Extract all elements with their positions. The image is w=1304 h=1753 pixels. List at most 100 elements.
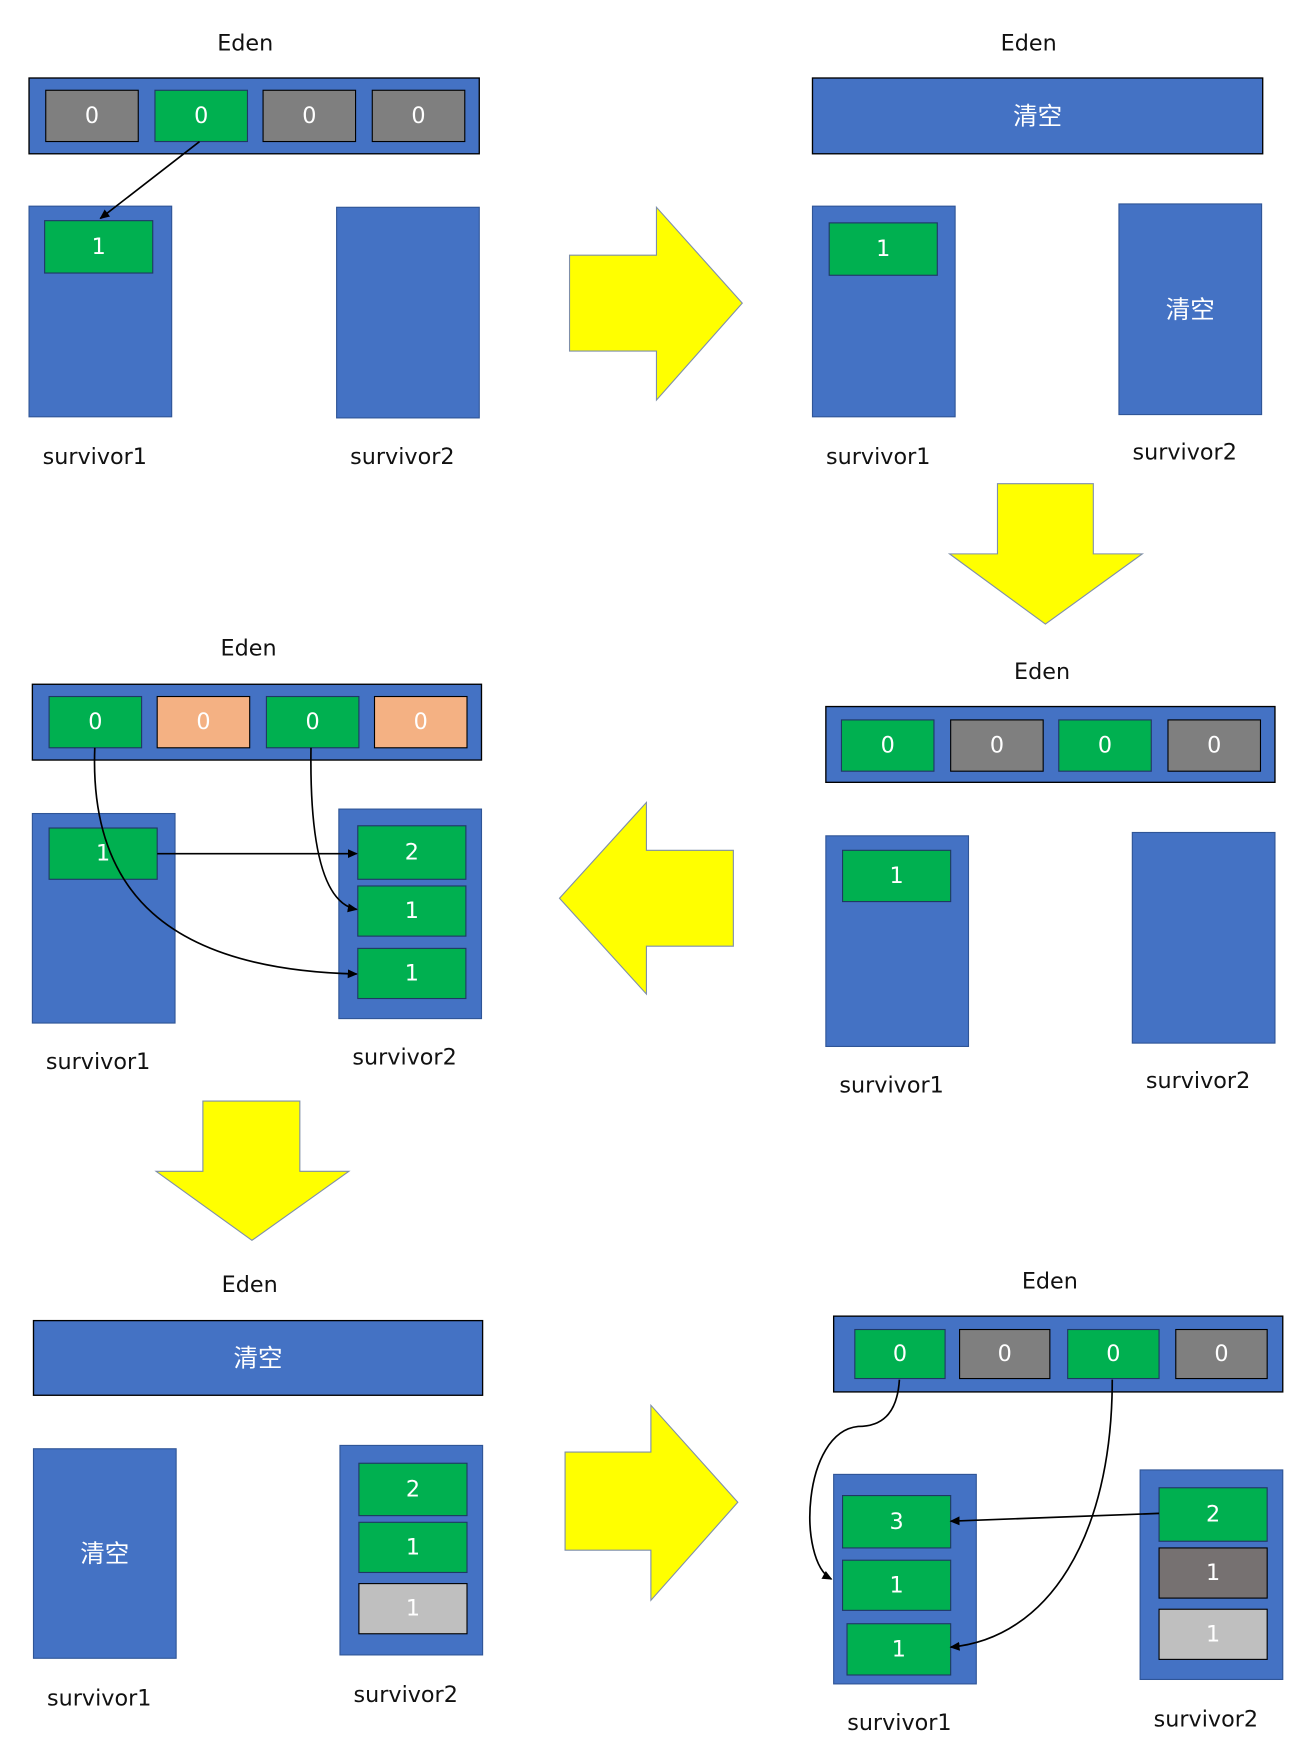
panel-3-eden-cell <box>950 719 1044 772</box>
panel-5-survivor2-cell <box>358 1521 468 1574</box>
panel-2-survivor2-cleared: 清空 <box>1166 295 1215 324</box>
panel-5-survivor2-cell <box>358 1462 468 1517</box>
panel-4-survivor2-cell <box>357 885 467 937</box>
panel-1-eden-cell <box>154 89 249 143</box>
panel-3-survivor1-cell-value: 1 <box>890 863 904 889</box>
panel-6-survivor1-cell <box>842 1559 952 1611</box>
panel-4-eden-cell-value: 0 <box>414 709 428 735</box>
panel-4-eden-cell-value: 0 <box>196 709 210 735</box>
panel-6-survivor2-cell-value: 2 <box>1206 1502 1220 1528</box>
panel-1-survivor2-region <box>336 206 480 419</box>
panel-4-survivor2-cell-value: 1 <box>405 898 419 924</box>
panel-6-survivor2-label: survivor2 <box>1154 1707 1258 1733</box>
panel-3-eden-label: Eden <box>1014 659 1070 685</box>
panel-2-eden-region <box>811 77 1264 155</box>
panel-3-survivor1-label: survivor1 <box>839 1072 943 1098</box>
panel-6-survivor1-cell-value: 3 <box>890 1509 904 1535</box>
panel-3-eden-cell-value: 0 <box>990 733 1004 759</box>
panel-2-survivor1-label: survivor1 <box>826 444 930 470</box>
panel-5-survivor1-cleared: 清空 <box>80 1539 129 1568</box>
flow-arrow-down-icon <box>154 1100 351 1242</box>
panel-6-eden-cell <box>1067 1328 1160 1380</box>
panel-3-eden-cell-value: 0 <box>1207 733 1221 759</box>
panel-3-eden-cell <box>840 719 935 772</box>
panel-4-survivor2-cell-value: 1 <box>405 960 419 986</box>
panel-6-eden-label: Eden <box>1022 1269 1078 1295</box>
panel-6-eden-cell <box>1175 1328 1268 1380</box>
panel-5-survivor2-label: survivor2 <box>354 1682 458 1708</box>
panel-6-survivor1-cell-value: 1 <box>890 1572 904 1598</box>
panel-5-eden-cleared: 清空 <box>234 1343 283 1372</box>
panel-1-eden-cell-value: 0 <box>411 103 425 129</box>
panel-4-survivor2-cell-value: 2 <box>405 840 419 866</box>
panel-1-eden-cell <box>45 89 139 143</box>
panel-6-eden-cell-value: 0 <box>893 1341 907 1367</box>
panel-1-eden-label: Eden <box>217 30 273 56</box>
panel-2-eden-cleared: 清空 <box>1013 101 1062 130</box>
panel-6-survivor2-cell-value: 1 <box>1206 1560 1220 1586</box>
panel-3-survivor2-region <box>1131 831 1276 1044</box>
panel-3-eden-cell <box>1058 719 1152 772</box>
panel-3-survivor2-label: survivor2 <box>1146 1068 1250 1094</box>
panel-2-eden-label: Eden <box>1001 30 1057 56</box>
panel-5-eden-region <box>32 1319 484 1396</box>
panel-4-eden-label: Eden <box>221 636 277 662</box>
panel-3-eden-cell-value: 0 <box>1098 733 1112 759</box>
flow-arrow-right-icon <box>568 205 744 402</box>
panel-6-survivor1-label: survivor1 <box>847 1710 951 1736</box>
panel-4-survivor2-cell <box>357 825 467 880</box>
panel-6-survivor1-cell-value: 1 <box>892 1636 906 1662</box>
panel-1-eden-cell <box>371 89 466 143</box>
panel-6-survivor2-cell-value: 1 <box>1206 1621 1220 1647</box>
panel-6-eden-cell-value: 0 <box>998 1341 1012 1367</box>
panel-3-eden-cell <box>1167 719 1262 772</box>
panel-2-survivor2-label: survivor2 <box>1133 439 1237 465</box>
panel-5-survivor2-cell <box>358 1583 468 1635</box>
panel-1-survivor2-label: survivor2 <box>350 444 454 470</box>
panel-4-survivor1-cell <box>48 827 158 880</box>
panel-4-survivor1-cell-value: 1 <box>96 841 110 867</box>
panel-6-eden-cell <box>854 1328 946 1380</box>
panel-5-survivor1-region <box>32 1448 177 1659</box>
copy-connector-7 <box>949 1512 1160 1526</box>
panel-3-eden-cell-value: 0 <box>881 733 895 759</box>
panel-4-survivor2-label: survivor2 <box>352 1045 456 1071</box>
panel-6-eden-cell <box>959 1328 1051 1380</box>
panel-5-eden-label: Eden <box>222 1272 278 1298</box>
panel-1-eden-cell-value: 0 <box>85 103 99 129</box>
panel-6-survivor2-cell <box>1158 1487 1268 1542</box>
copy-connector-2 <box>93 747 358 979</box>
panel-4-eden-cell-value: 0 <box>306 709 320 735</box>
panel-4-eden-cell <box>265 695 360 749</box>
panel-6-eden-cell-value: 0 <box>1106 1341 1120 1367</box>
panel-4-eden-cell-value: 0 <box>88 709 102 735</box>
flow-arrow-down-icon <box>947 483 1145 625</box>
flow-arrow-left-icon <box>558 800 734 996</box>
panel-6-eden-cell-value: 0 <box>1214 1341 1228 1367</box>
panel-3-survivor1-cell <box>842 849 952 903</box>
panel-5-survivor1-label: survivor1 <box>47 1685 151 1711</box>
panel-5-survivor2-cell-value: 1 <box>406 1596 420 1622</box>
panel-2-survivor1-cell-value: 1 <box>876 236 890 262</box>
panel-4-eden-cell <box>48 695 143 749</box>
panel-4-eden-cell <box>156 695 251 749</box>
panel-1-eden-cell-value: 0 <box>194 103 208 129</box>
copy-connector-6 <box>949 1379 1114 1651</box>
panel-5-survivor2-cell-value: 1 <box>406 1534 420 1560</box>
copy-connector-5 <box>809 1379 901 1580</box>
panel-2-survivor2-region <box>1118 203 1263 416</box>
panel-6-survivor2-cell <box>1158 1547 1268 1599</box>
panel-6-survivor1-cell <box>846 1623 952 1676</box>
panel-4-survivor1-label: survivor1 <box>46 1049 150 1075</box>
panel-1-survivor1-label: survivor1 <box>43 444 147 470</box>
flow-arrow-right-icon <box>564 1403 739 1602</box>
copy-connector-1 <box>99 140 201 220</box>
panel-4-eden-cell <box>373 695 468 749</box>
panel-4-survivor2-cell <box>357 947 467 1000</box>
panel-2-survivor1-cell <box>828 222 938 276</box>
copy-connector-3 <box>310 747 358 913</box>
panel-1-eden-cell <box>262 89 357 143</box>
panel-1-eden-cell-value: 0 <box>302 103 316 129</box>
panel-6-survivor2-cell <box>1158 1608 1268 1660</box>
